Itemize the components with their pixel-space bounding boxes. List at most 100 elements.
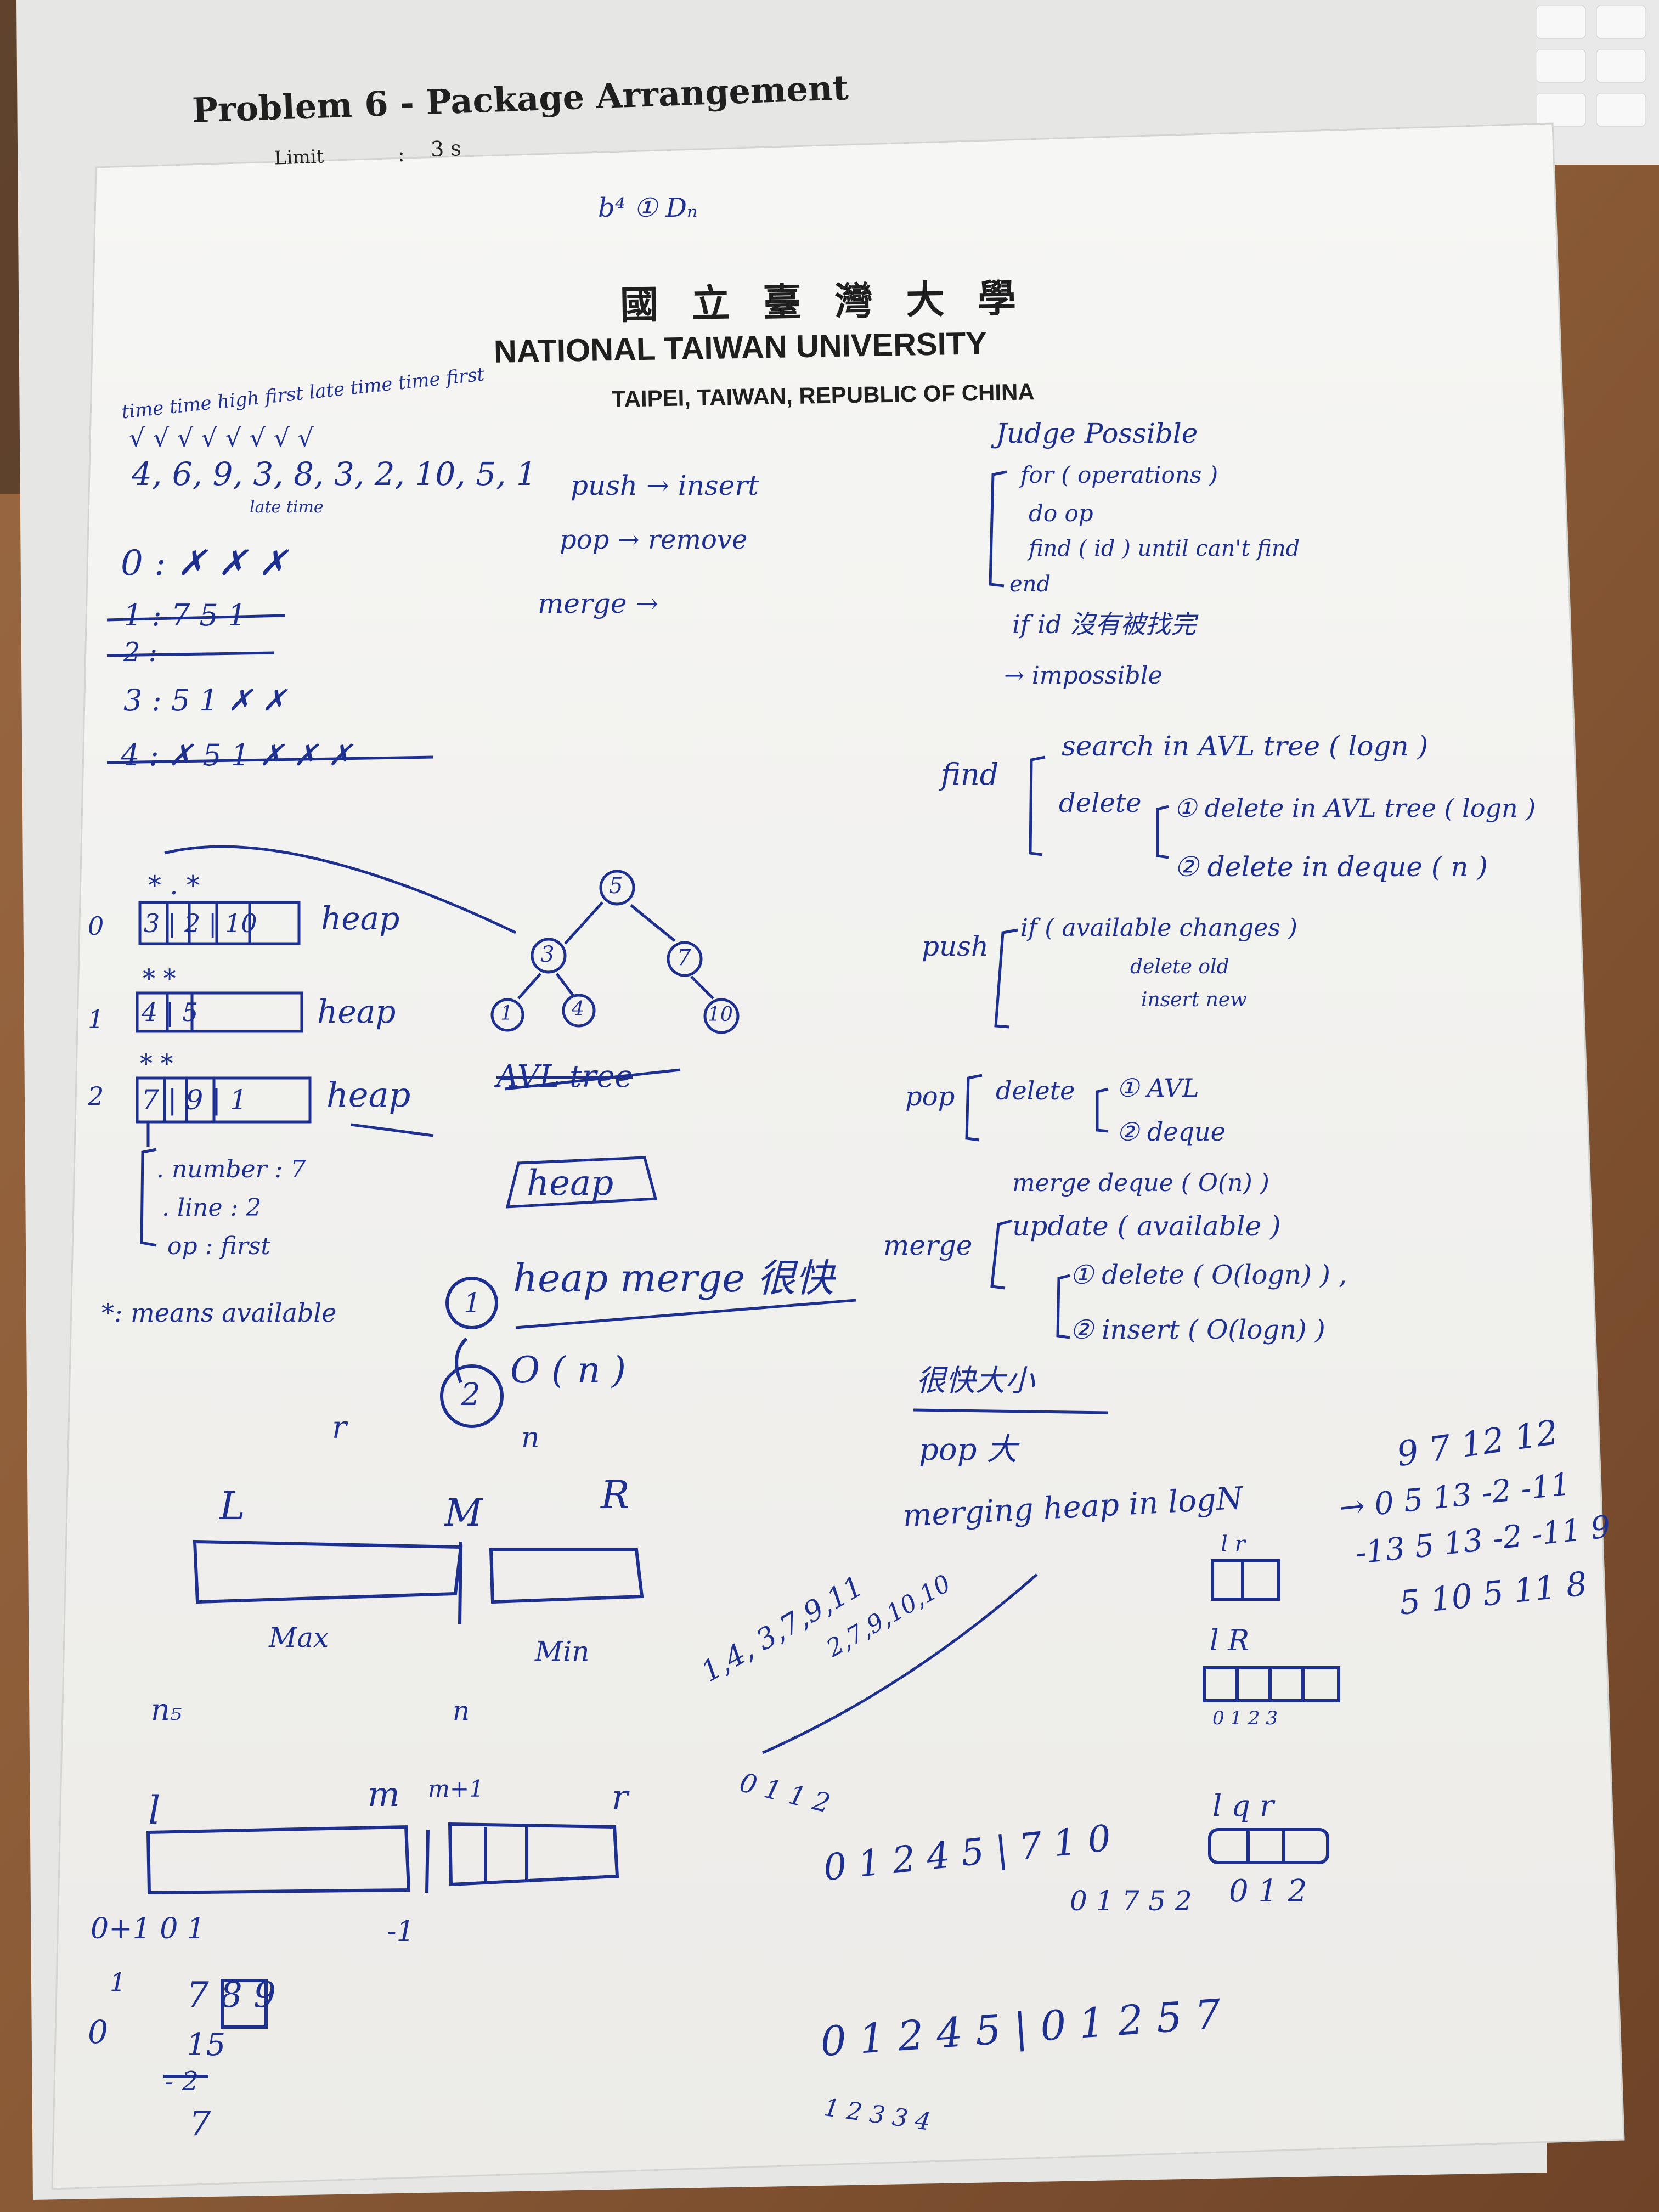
r-mark: r — [332, 1410, 347, 1446]
note-find-l3: ① delete in AVL tree ( logn ) — [1174, 793, 1536, 823]
bottom-seq1: 0+1 0 1 — [91, 1912, 205, 1945]
l-mark: l — [148, 1788, 161, 1833]
note-row3: 3 : 5 1 ✗ ✗ — [123, 683, 287, 718]
heap1-word: heap — [317, 993, 396, 1030]
note-seq-under: late time — [250, 498, 324, 517]
tree-label-7: 7 — [677, 945, 691, 970]
note-judge-l1: for ( operations ) — [1020, 461, 1218, 488]
info-op: op : first — [167, 1232, 271, 1260]
tree-node-10 — [703, 998, 740, 1034]
tree-label-4: 4 — [572, 998, 584, 1020]
note-merge-l4: ② insert ( O(logn) ) — [1070, 1314, 1325, 1345]
seq-012: 0 1 2 — [1229, 1874, 1307, 1909]
note-judge-title: Judge Possible — [996, 417, 1198, 449]
note-pop-l1: delete — [996, 1076, 1075, 1105]
letterhead-chinese: 國 立 臺 灣 大 學 — [619, 275, 1026, 328]
info-number: . number : 7 — [156, 1155, 306, 1183]
tree-label-1: 1 — [500, 1002, 513, 1025]
strokes — [106, 614, 1109, 1754]
note-judge-l2: do op — [1029, 500, 1093, 527]
heap2-stars: * * — [140, 1048, 173, 1078]
note-push-l3: insert new — [1141, 989, 1247, 1011]
heap1-stars: * * — [143, 963, 176, 993]
heap0-stars: * . * — [148, 870, 200, 901]
note-mid-l2: pop 大 — [919, 1432, 1018, 1468]
tree-node-3 — [531, 938, 567, 974]
heap-box-label: heap — [527, 1163, 614, 1204]
bottom-m2: - 2 — [165, 2066, 199, 2097]
M-mark: M — [444, 1492, 483, 1535]
lr-box2-label: l R — [1210, 1624, 1250, 1657]
circle-2-label: 2 — [461, 1377, 481, 1413]
heap0-values: 3 | 2 | 10 — [144, 909, 257, 938]
note-pop-l3: ② deque — [1116, 1117, 1226, 1147]
min-label: Min — [535, 1635, 590, 1667]
tree-node-5 — [599, 870, 635, 906]
max-label: Max — [269, 1622, 329, 1654]
bottom-789: 7 8 9 — [187, 1975, 276, 2016]
note-find-l1: search in AVL tree ( logn ) — [1062, 730, 1429, 762]
bottom-1: 1 — [110, 1967, 126, 1997]
note-judge-l3: find ( id ) until can't find — [1029, 536, 1300, 561]
back-sheet-limit-sep: : — [398, 142, 405, 166]
note-push-l1: if ( available changes ) — [1020, 914, 1297, 942]
tree-node-1 — [490, 998, 524, 1032]
lr-box-label: l r — [1221, 1532, 1245, 1557]
m1-mark: m+1 — [428, 1775, 484, 1802]
note-find-l4: ② delete in deque ( n ) — [1174, 851, 1488, 883]
lqr-label: l q r — [1212, 1788, 1274, 1823]
back-sheet-limit-value: 3 s — [430, 136, 462, 161]
heap2-word: heap — [326, 1075, 411, 1115]
note-row2: 2 : — [123, 637, 157, 668]
tree-label-10: 10 — [708, 1003, 733, 1026]
heap0-word: heap — [321, 900, 400, 937]
note-merge-l3: ① delete ( O(logn) ) , — [1070, 1260, 1347, 1290]
note-merge-l2: update ( available ) — [1012, 1210, 1281, 1242]
L-mark: L — [219, 1483, 245, 1528]
heap1-values: 4 | 5 — [142, 997, 199, 1027]
bottom-0: 0 — [88, 2013, 108, 2051]
note-row4: 4 : ✗ 5 1 ✗ ✗ ✗ — [121, 738, 353, 772]
note-pop-label: pop — [905, 1081, 955, 1112]
tree-node-4 — [562, 994, 596, 1028]
note-merge-l1: merge deque ( O(n) ) — [1012, 1169, 1269, 1197]
note-judge-l5: if id 沒有被找完 — [1012, 610, 1197, 639]
note-map-pop: pop → remove — [560, 524, 748, 555]
note-map-merge: merge → — [538, 588, 659, 619]
note-judge-l6: → impossible — [1004, 662, 1163, 690]
n5-mark: n₅ — [151, 1692, 182, 1727]
note-pop-l2: ① AVL — [1116, 1073, 1199, 1103]
bottom-neg: -1 — [387, 1915, 415, 1948]
n-small-mark: n — [453, 1696, 470, 1726]
note-seq-checks: √ √ √ √ √ √ √ √ — [129, 423, 314, 453]
heap0-index: 0 — [88, 911, 104, 941]
heap2-values: 7 | 9 | 1 — [142, 1084, 247, 1116]
lr-index: 0 1 2 3 — [1212, 1707, 1278, 1729]
avl-tree-drawing — [490, 870, 740, 1034]
avl-label: AVL tree — [496, 1059, 633, 1094]
tree-node-7 — [667, 941, 703, 977]
R-mark: R — [601, 1472, 630, 1517]
heap-merge-note: heap merge 很快 — [513, 1256, 834, 1301]
note-mid-l1: 很快大小 — [916, 1363, 1035, 1398]
tree-label-3: 3 — [540, 942, 555, 967]
note-merge-label: merge — [883, 1229, 973, 1261]
heap-boxes — [136, 845, 517, 1147]
note-sequence: 4, 6, 9, 3, 8, 3, 2, 10, 5, 1 — [132, 455, 537, 493]
range-drawings — [146, 1277, 1340, 2078]
note-top-scribble: b⁴ ① Dₙ — [598, 193, 698, 223]
info-line: . line : 2 — [162, 1194, 262, 1222]
note-find-l2: delete — [1059, 788, 1142, 819]
on-note: O ( n ) — [510, 1349, 627, 1391]
note-row0: 0 : ✗ ✗ ✗ — [121, 543, 288, 584]
letterhead-english: NATIONAL TAIWAN UNIVERSITY — [493, 325, 988, 370]
main-sheet — [51, 122, 1625, 2190]
note-push-label: push — [922, 930, 989, 962]
back-sheet-limit-label: Limit — [274, 145, 324, 170]
seq-0175: 0 1 7 5 2 — [1070, 1885, 1192, 1917]
tree-label-5: 5 — [609, 873, 623, 899]
heap1-index: 1 — [88, 1005, 104, 1034]
braces — [140, 470, 1169, 1339]
note-find-label: find — [941, 757, 999, 792]
